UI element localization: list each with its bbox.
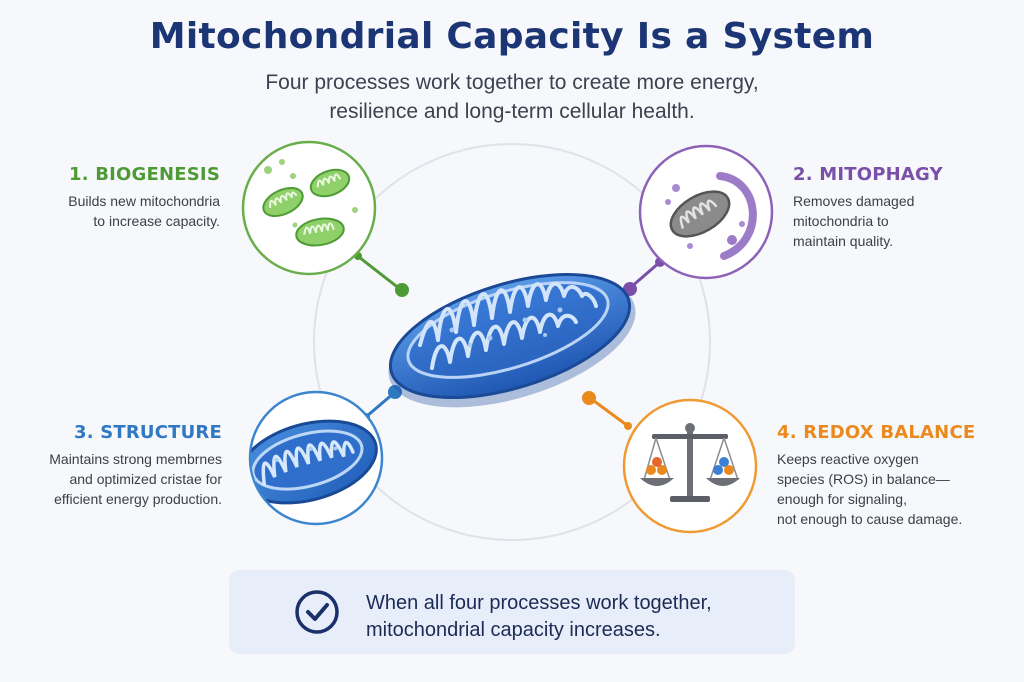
redox-circle <box>622 398 758 534</box>
redox-line-4: not enough to cause damage. <box>777 511 963 527</box>
mitophagy-circle <box>638 144 774 280</box>
subtitle-line-1: Four processes work together to create m… <box>265 71 759 94</box>
structure-line-1: Maintains strong membrnes <box>49 451 222 467</box>
biogenesis-description: Builds new mitochondria to increase capa… <box>20 191 220 231</box>
structure-line-2: and optimized cristae for <box>69 471 222 487</box>
page-title: Mitochondrial Capacity Is a System <box>149 16 875 57</box>
redox-heading: 4. REDOX BALANCE <box>777 422 976 443</box>
mitochondrion-cross-section-icon <box>251 419 378 505</box>
connector-redox <box>582 391 632 430</box>
structure-heading: 3. STRUCTURE <box>73 422 222 443</box>
structure-line-3: efficient energy production. <box>54 491 222 507</box>
summary-banner: When all four processes work together, m… <box>229 570 795 654</box>
redox-description: Keeps reactive oxygen species (ROS) in b… <box>777 449 1007 529</box>
subtitle-line-2: resilience and long-term cellular health… <box>329 100 695 123</box>
mitochondria-cluster-icon <box>262 159 358 247</box>
redox-line-3: enough for signaling, <box>777 491 907 507</box>
check-circle-icon <box>295 590 339 634</box>
mitophagy-heading: 2. MITOPHAGY <box>793 164 943 185</box>
orbit-ring <box>313 143 711 541</box>
biogenesis-line-1: Builds new mitochondria <box>68 193 220 209</box>
page-subtitle: Four processes work together to create m… <box>212 68 812 126</box>
summary-line-2: mitochondrial capacity increases. <box>366 619 661 641</box>
biogenesis-heading: 1. BIOGENESIS <box>68 164 220 185</box>
summary-text: When all four processes work together, m… <box>366 590 786 644</box>
biogenesis-line-2: to increase capacity. <box>93 213 220 229</box>
summary-line-1: When all four processes work together, <box>366 592 712 614</box>
mitophagy-description: Removes damaged mitochondria to maintain… <box>793 191 993 251</box>
biogenesis-circle <box>241 140 377 276</box>
mitophagy-line-3: maintain quality. <box>793 233 894 249</box>
mitophagy-line-2: mitochondria to <box>793 213 889 229</box>
connector-mitophagy <box>623 257 665 296</box>
redox-line-1: Keeps reactive oxygen <box>777 451 919 467</box>
redox-line-2: species (ROS) in balance— <box>777 471 950 487</box>
damaged-mitochondrion-icon <box>665 172 757 260</box>
structure-description: Maintains strong membrnes and optimized … <box>10 449 222 509</box>
balance-scale-icon <box>640 423 740 502</box>
structure-circle <box>248 390 384 526</box>
connector-biogenesis <box>354 252 409 297</box>
mitochondrion-icon <box>388 272 636 408</box>
mitophagy-line-1: Removes damaged <box>793 193 915 209</box>
